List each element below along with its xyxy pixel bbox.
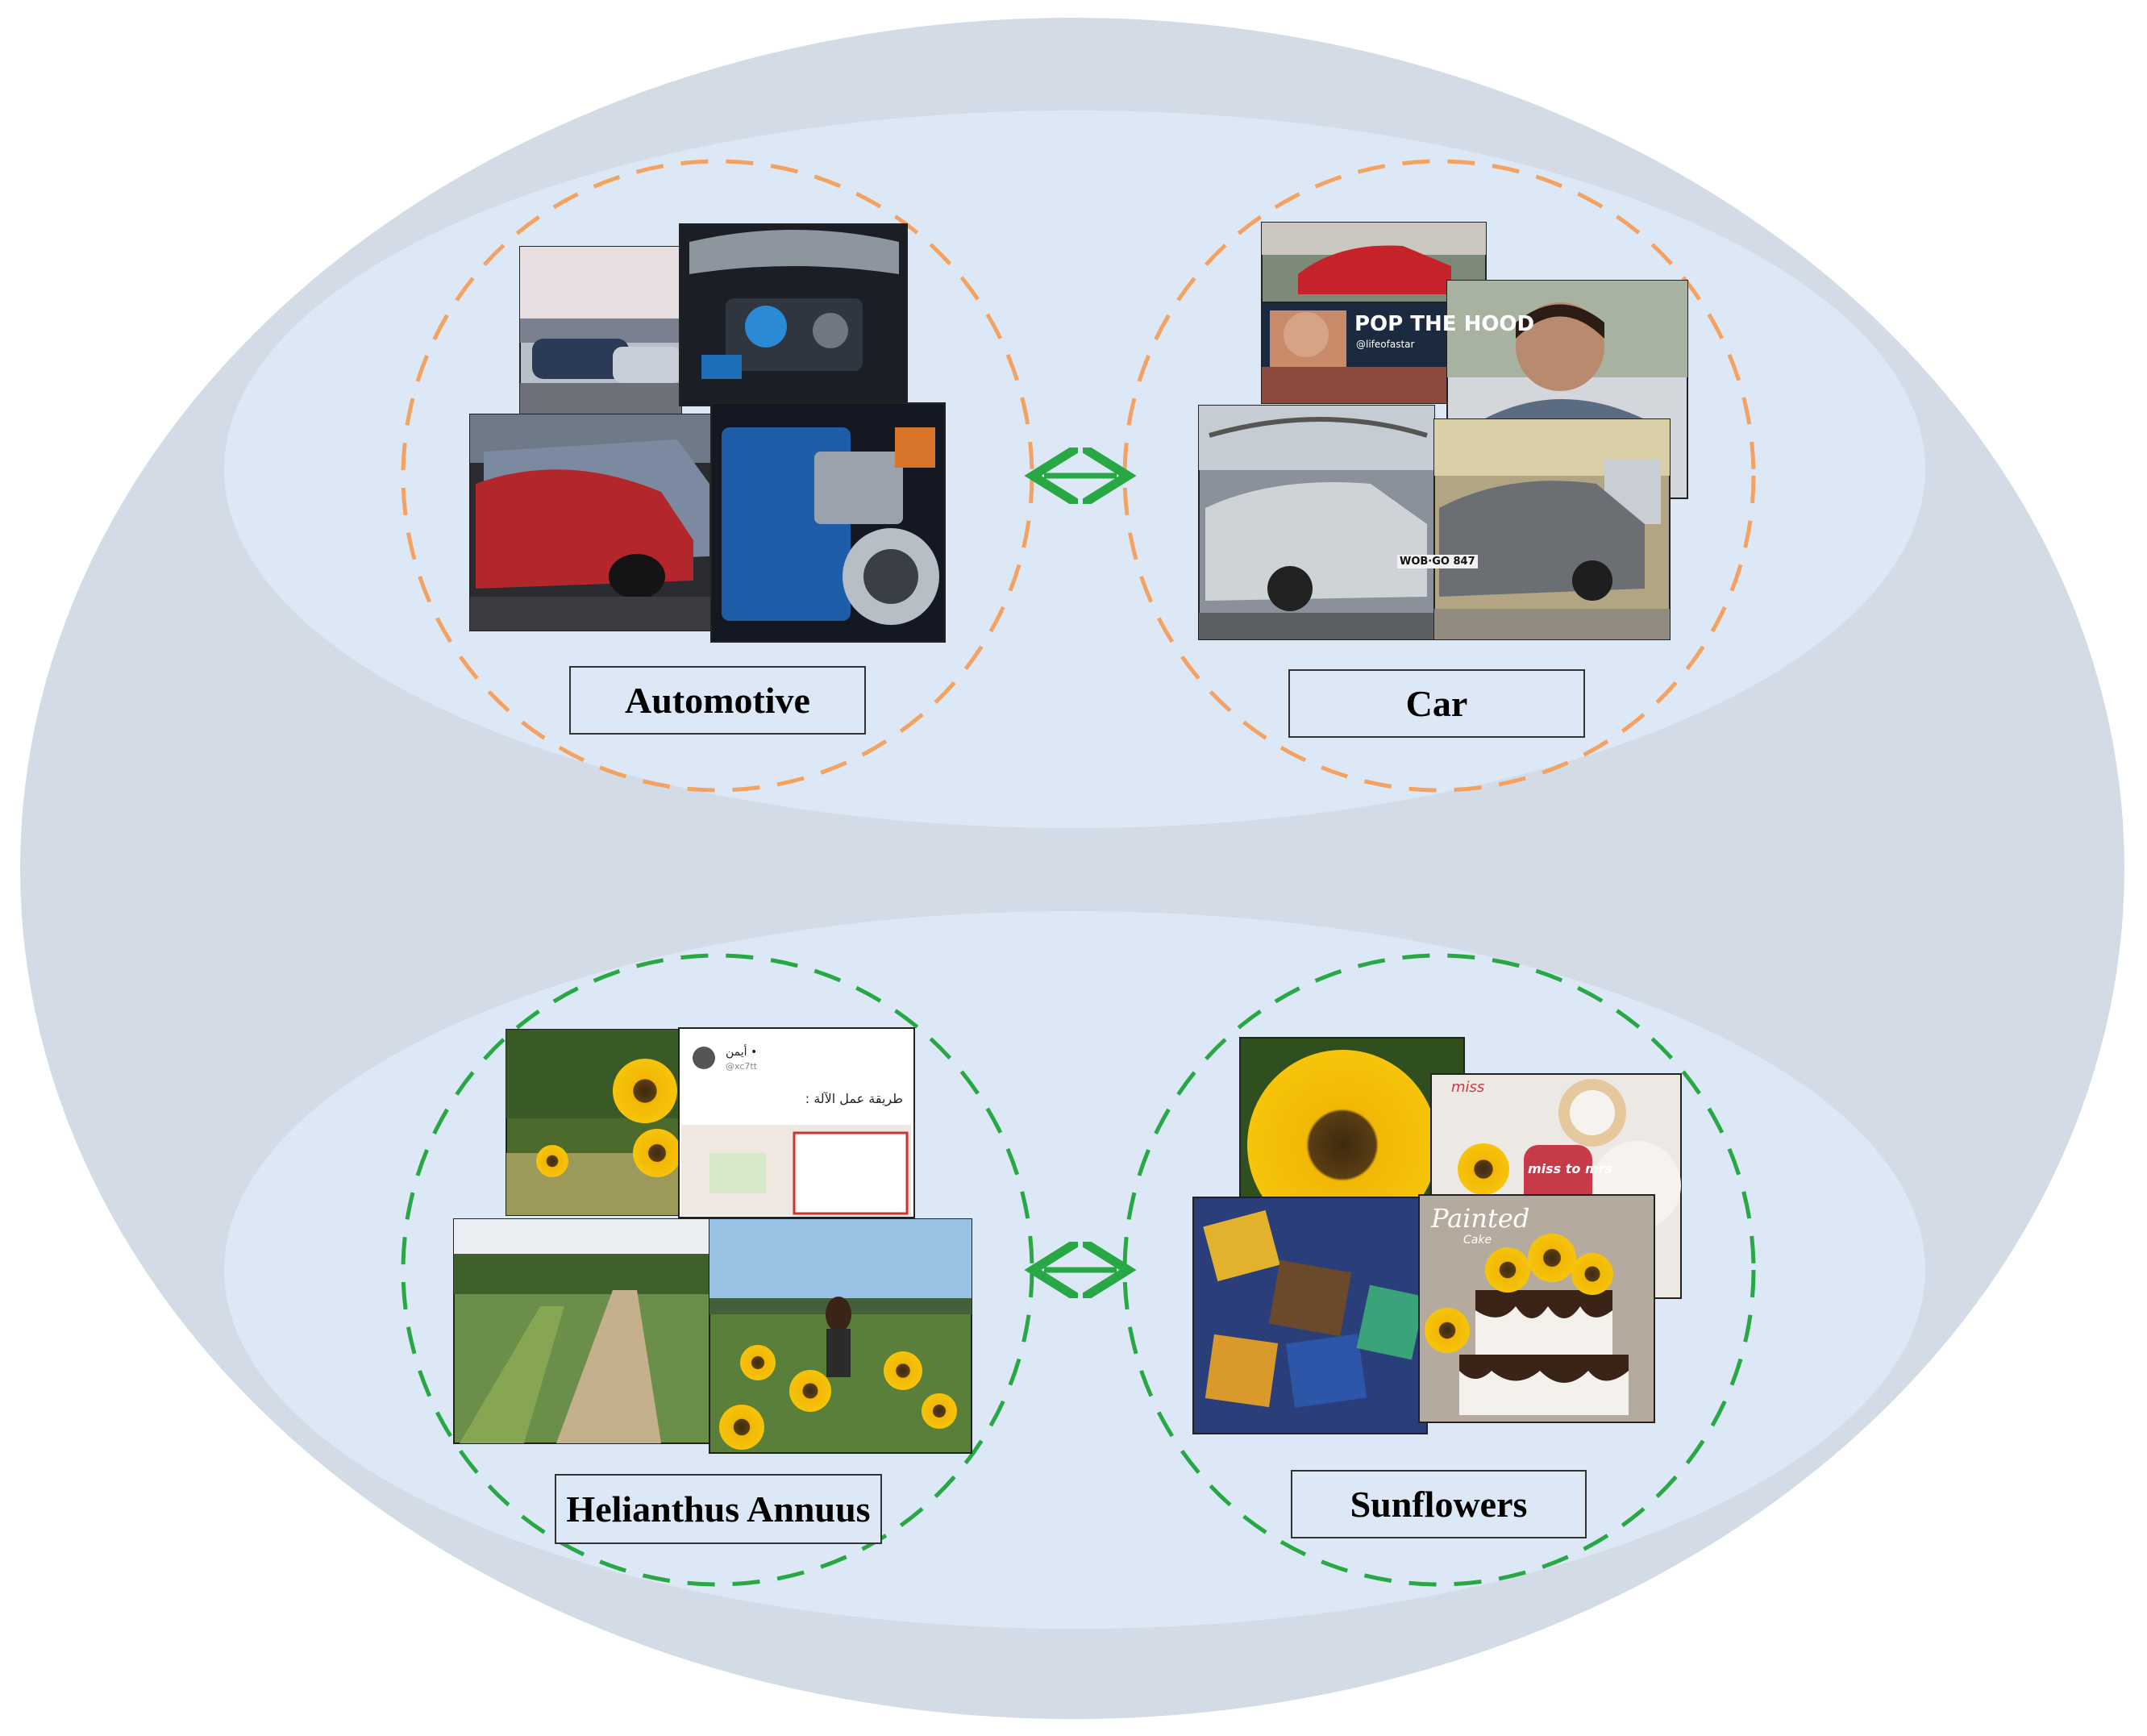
cookie-caption-1: miss: [1451, 1079, 1485, 1096]
tweet-body: طريقة عمل الآلة :: [805, 1091, 903, 1106]
photo-parking-lot: [519, 246, 682, 415]
photo-white-golf: [1198, 405, 1435, 640]
photo-grey-mercedes: [1433, 418, 1671, 640]
photo-flower-rows: [453, 1218, 713, 1444]
cluster-label-car: Car: [1288, 669, 1585, 738]
photo-tweet: [678, 1027, 915, 1218]
photo-sunflower-field-closeup: [506, 1029, 681, 1216]
cluster-label-automotive: Automotive: [569, 666, 866, 735]
photo-girl-in-field: [709, 1218, 972, 1454]
tweet-author-name: أيمن •: [726, 1046, 758, 1059]
cookie-caption-2: miss to mrs: [1528, 1161, 1613, 1176]
photo-blue-hotrod: [710, 402, 946, 643]
photo-van-gogh-cards: [1192, 1197, 1428, 1434]
cluster-circle-sunflowers: [1122, 953, 1756, 1587]
cluster-label-sunflowers: Sunflowers: [1291, 1470, 1587, 1538]
photo-red-bmw: [469, 414, 715, 631]
cake-brand: Painted: [1431, 1203, 1530, 1234]
meme-caption: POP THE HOOD: [1354, 312, 1535, 336]
license-plate: WOB·GO 847: [1397, 555, 1478, 568]
photo-engine-bay: [679, 223, 908, 406]
cluster-label-helianthus: Helianthus Annuus: [555, 1474, 882, 1544]
cluster-circle-car: [1122, 159, 1756, 793]
meme-handle: @lifeofastar: [1356, 339, 1415, 350]
photo-painted-cake: [1418, 1194, 1655, 1423]
cake-brand-sub: Cake: [1463, 1234, 1492, 1247]
tweet-author-handle: @xc7tt: [726, 1061, 757, 1072]
